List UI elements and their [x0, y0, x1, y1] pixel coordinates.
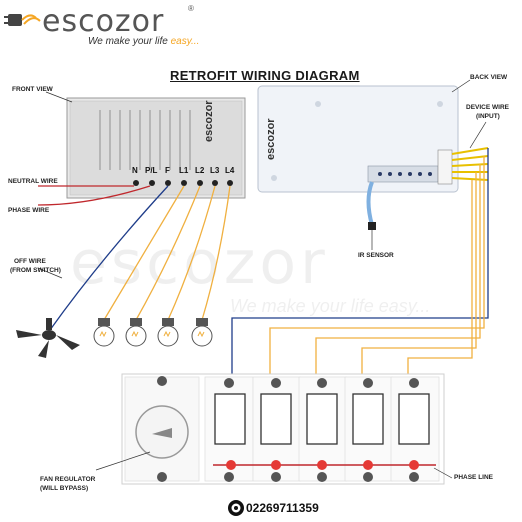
device-wire-label: DEVICE WIRE	[466, 104, 509, 111]
off-wire-source-label: (FROM SWITCH)	[10, 267, 61, 274]
back-view-label: BACK VIEW	[470, 74, 508, 81]
front-view-label: FRONT VIEW	[12, 86, 53, 93]
tagline-text: We make your life	[88, 36, 168, 47]
ceiling-fan-icon	[16, 318, 80, 358]
bulb-icons	[93, 318, 213, 347]
terminal-l2: L2	[195, 166, 205, 175]
leader-lines	[37, 79, 487, 479]
back-view-device	[257, 85, 489, 230]
phone-icon	[228, 500, 244, 516]
fan-off-wire	[49, 185, 169, 331]
front-device-brand: escozor	[203, 100, 215, 142]
watermark-tagline: We make your life easy...	[230, 296, 431, 316]
back-device-brand: escozor	[265, 118, 277, 160]
terminal-n: N	[132, 166, 138, 175]
ir-sensor-label: IR SENSOR	[358, 252, 394, 259]
registered-mark: ®	[188, 4, 194, 13]
off-wire-label: OFF WIRE	[14, 258, 46, 265]
phase-line-label: PHASE LINE	[454, 474, 494, 481]
terminal-l3: L3	[210, 166, 220, 175]
terminal-pl: P/L	[145, 166, 158, 175]
fan-regulator-label: FAN REGULATOR	[40, 476, 96, 483]
diagram-title: RETROFIT WIRING DIAGRAM	[170, 68, 360, 83]
brand-tagline: We make your life easy...	[88, 36, 199, 47]
terminal-l4: L4	[225, 166, 235, 175]
brand-logo: escozor	[42, 4, 165, 39]
watermark-logo: escozor	[70, 228, 329, 298]
tagline-accent: easy...	[170, 36, 200, 47]
phase-wire-label: PHASE WIRE	[8, 207, 50, 214]
neutral-wire-label: NEUTRAL WIRE	[8, 178, 58, 185]
light-wires	[103, 185, 231, 321]
plug-icon	[4, 14, 41, 26]
terminal-l1: L1	[179, 166, 189, 175]
phone-number: 02269711359	[246, 501, 319, 515]
neutral-phase-wires	[37, 185, 151, 206]
device-wire-input-label: (INPUT)	[476, 113, 500, 120]
fan-regulator-bypass-label: (WILL BYPASS)	[40, 485, 89, 492]
switch-board	[121, 373, 445, 485]
front-view-device	[66, 97, 246, 199]
terminal-f: F	[165, 166, 170, 175]
